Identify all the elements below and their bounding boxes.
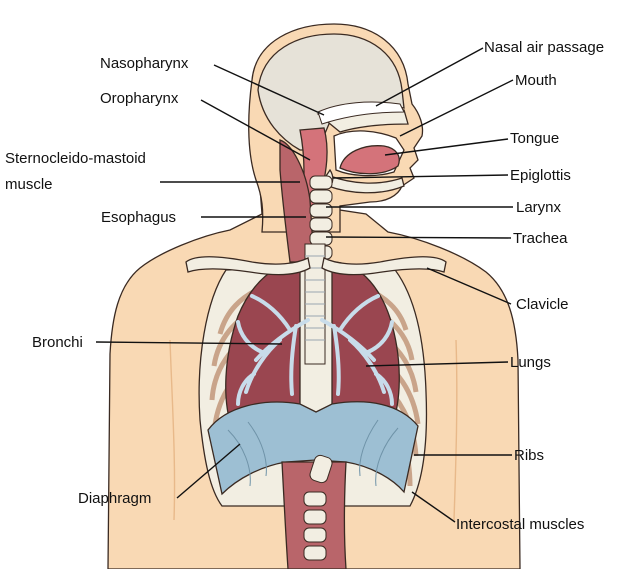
vertebra xyxy=(310,232,332,245)
label-bronchi: Bronchi xyxy=(32,334,83,351)
vertebra xyxy=(310,176,332,189)
vertebra xyxy=(304,492,326,506)
label-diaphragm: Diaphragm xyxy=(78,490,151,507)
label-mouth: Mouth xyxy=(515,72,557,89)
label-tongue: Tongue xyxy=(510,130,559,147)
vertebra xyxy=(310,190,332,203)
leader-trachea xyxy=(326,237,511,238)
label-lungs: Lungs xyxy=(510,354,551,371)
vertebra xyxy=(304,546,326,560)
label-ribs: Ribs xyxy=(514,447,544,464)
label-sternocleido-line2: muscle xyxy=(5,176,53,193)
label-sternocleido-line1: Sternocleido-mastoid xyxy=(5,150,146,167)
label-epiglottis: Epiglottis xyxy=(510,167,571,184)
vertebra xyxy=(310,218,332,231)
label-nasopharynx: Nasopharynx xyxy=(100,55,189,72)
vertebra xyxy=(304,510,326,524)
vertebra xyxy=(304,528,326,542)
leader-mouth xyxy=(400,80,513,136)
label-trachea: Trachea xyxy=(513,230,568,247)
vertebra xyxy=(310,204,332,217)
label-esophagus: Esophagus xyxy=(101,209,176,226)
label-nasal-air-passage: Nasal air passage xyxy=(484,39,604,56)
label-clavicle: Clavicle xyxy=(516,296,569,313)
label-larynx: Larynx xyxy=(516,199,562,216)
label-intercostal-muscles: Intercostal muscles xyxy=(456,516,584,533)
label-oropharynx: Oropharynx xyxy=(100,90,179,107)
